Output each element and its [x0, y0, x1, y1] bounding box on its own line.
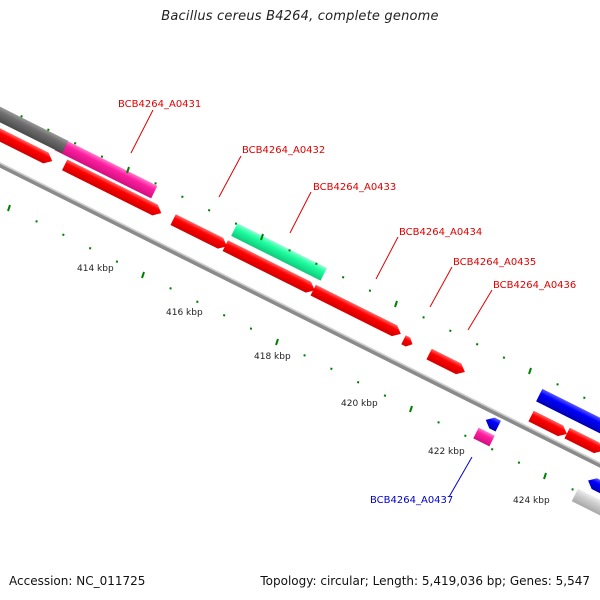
- outer-tick-11: [288, 249, 291, 252]
- outer-tick-19: [502, 356, 506, 359]
- leader-a0433: [289, 191, 312, 234]
- inner-tick-9: [249, 327, 253, 330]
- inner-tick-5: [141, 271, 145, 279]
- inner-tick-12: [330, 367, 333, 371]
- outer-tick-4: [100, 155, 104, 158]
- leader-a0431: [130, 109, 154, 154]
- scale-labels: 414 kbp 416 kbp 418 kbp 420 kbp 422 kbp …: [77, 264, 550, 506]
- scale-label-424: 424 kbp: [513, 496, 550, 506]
- outer-tick-8: [207, 208, 211, 212]
- leader-a0436: [467, 289, 493, 331]
- leader-a0437: [448, 456, 473, 498]
- gene-label-a0435[interactable]: BCB4264_A0435: [453, 257, 536, 268]
- inner-tick-19: [517, 461, 521, 464]
- outer-tick-3: [73, 141, 77, 145]
- scale-label-418: 418 kbp: [254, 352, 291, 362]
- leader-a0434: [375, 236, 399, 280]
- outer-tick-1: [20, 115, 23, 118]
- genome-summary-text: Topology: circular; Length: 5,419,036 bp…: [260, 574, 590, 588]
- outer-tick-15: [394, 300, 398, 308]
- outer-tick-12: [315, 262, 318, 266]
- gene-a0437-blue[interactable]: [483, 415, 501, 432]
- scale-label-420: 420 kbp: [341, 399, 378, 409]
- inner-tick-16: [437, 421, 440, 424]
- outer-tick-21: [556, 383, 559, 386]
- inner-tick-8: [222, 313, 226, 317]
- outer-tick-7: [181, 195, 184, 199]
- inner-tick-2: [62, 233, 65, 237]
- inner-tick-7: [196, 300, 199, 304]
- gene-a0432[interactable]: [62, 159, 164, 218]
- gene-blue-right[interactable]: [536, 388, 600, 438]
- inner-tick-18: [490, 447, 494, 451]
- inner-tick-13: [356, 380, 360, 384]
- gene-label-a0434[interactable]: BCB4264_A0434: [399, 227, 482, 238]
- inner-tick-10: [275, 338, 279, 346]
- gene-a0430[interactable]: [0, 123, 55, 167]
- outer-tick-5: [126, 166, 130, 174]
- gene-a0433-cds[interactable]: [170, 214, 229, 252]
- leader-a0435: [429, 266, 453, 308]
- inner-tick-1: [35, 220, 38, 223]
- gene-a0436-small[interactable]: [401, 335, 414, 348]
- inner-tick-21: [571, 488, 574, 491]
- inner-tick-15: [409, 405, 413, 413]
- leader-a0432: [218, 155, 242, 198]
- inner-tick-14: [383, 394, 387, 397]
- gene-labels: BCB4264_A0431 BCB4264_A0432 BCB4264_A043…: [118, 99, 576, 506]
- gene-a0435[interactable]: [310, 284, 403, 340]
- gene-features: [0, 100, 600, 522]
- inner-tick-11: [303, 354, 306, 357]
- inner-tick-4: [115, 260, 119, 263]
- outer-tick-16: [422, 316, 425, 319]
- accession-text: Accession: NC_011725: [9, 574, 146, 588]
- outer-tick-14: [368, 289, 372, 292]
- genome-title: Bacillus cereus B4264, complete genome: [161, 9, 439, 24]
- label-leaders: [130, 109, 493, 498]
- gene-label-a0432[interactable]: BCB4264_A0432: [242, 145, 325, 156]
- gene-label-a0433[interactable]: BCB4264_A0433: [313, 182, 396, 193]
- backbone: [0, 162, 600, 468]
- gene-a0436[interactable]: [426, 348, 467, 378]
- gene-a0431-highlight[interactable]: [54, 137, 158, 199]
- outer-tick-2: [47, 128, 50, 132]
- outer-tick-20: [528, 367, 532, 375]
- outer-tick-13: [341, 275, 345, 279]
- gene-a0439[interactable]: [564, 427, 600, 457]
- scale-label-422: 422 kbp: [428, 447, 465, 457]
- outer-tick-22: [583, 396, 586, 400]
- gene-blue-lower[interactable]: [585, 475, 600, 495]
- inner-tick-3: [88, 246, 92, 250]
- outer-tick-6: [154, 182, 157, 185]
- gene-gray-lower[interactable]: [571, 488, 600, 522]
- gene-a0433-highlight[interactable]: [231, 223, 327, 281]
- scale-label-416: 416 kbp: [166, 308, 203, 318]
- outer-tick-17: [449, 329, 452, 333]
- gene-a0438[interactable]: [528, 410, 569, 440]
- gene-label-a0436[interactable]: BCB4264_A0436: [493, 280, 576, 291]
- inner-tick-20: [543, 472, 547, 480]
- gene-prev-gray[interactable]: [0, 100, 69, 154]
- outer-tick-10: [260, 233, 264, 241]
- inner-tick-6: [169, 287, 172, 290]
- scale-label-414: 414 kbp: [77, 264, 114, 274]
- outer-tick-18: [475, 342, 479, 346]
- inner-tick-17: [464, 434, 467, 438]
- outer-tick-9: [234, 222, 238, 225]
- gene-label-a0431[interactable]: BCB4264_A0431: [118, 99, 201, 110]
- gene-a0434[interactable]: [222, 240, 318, 295]
- inner-tick-0: [7, 204, 11, 212]
- gene-a0437[interactable]: [473, 427, 495, 447]
- scale-ticks: [7, 115, 586, 491]
- gene-label-a0437[interactable]: BCB4264_A0437: [370, 495, 453, 506]
